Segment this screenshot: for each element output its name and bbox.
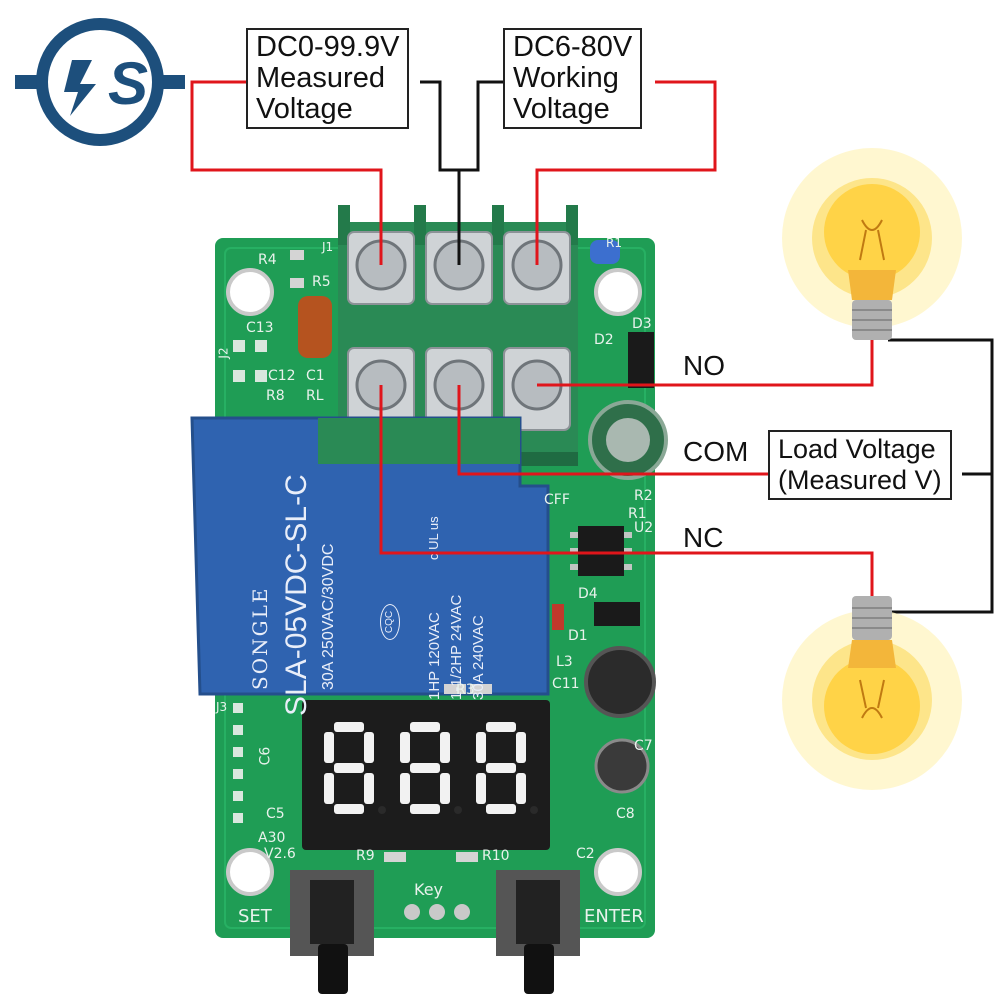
digit-3-segment-e	[476, 773, 486, 804]
digit-3-segment-a	[486, 722, 516, 732]
digit-1-segment-g	[334, 763, 364, 773]
working-voltage-callout: DC6-80V Working Voltage	[503, 28, 643, 129]
silk-j3: J3	[216, 700, 228, 714]
enter-button-stem	[524, 944, 554, 994]
set-button-stem	[318, 944, 348, 994]
logo-letter: S	[108, 50, 148, 117]
diode-d3	[628, 332, 654, 388]
silk-j1: J1	[322, 240, 334, 254]
digit-1-segment-f	[324, 732, 334, 763]
digit-1-segment-a	[334, 722, 364, 732]
wire-ground-right	[459, 80, 503, 172]
silk-r4: R4	[258, 252, 277, 268]
silk-d2: D2	[594, 332, 614, 348]
measured-line-2: Measured	[256, 62, 385, 94]
silk-u2: U2	[634, 520, 654, 536]
silk-r9: R9	[356, 848, 375, 864]
brand-logo: S	[15, 18, 185, 146]
digit-1-segment-d	[334, 804, 364, 814]
digit-2-segment-e	[400, 773, 410, 804]
digit-3-decimal-point	[530, 806, 538, 814]
silk-r2: R2	[634, 488, 653, 504]
silk-r3: R3	[456, 682, 475, 698]
silk-key: Key	[414, 880, 444, 899]
pad-grid	[233, 340, 267, 823]
silk-r5: R5	[312, 274, 331, 290]
silk-d4: D4	[578, 586, 598, 602]
silk-c8: C8	[616, 806, 635, 822]
diode-d4	[594, 602, 640, 626]
load-voltage-callout: Load Voltage (Measured V)	[768, 430, 952, 500]
digit-1-segment-c	[364, 773, 374, 804]
silk-d3: D3	[632, 316, 652, 332]
digit-3-segment-b	[516, 732, 526, 763]
digit-2-segment-f	[400, 732, 410, 763]
silk-r10: R10	[482, 848, 510, 864]
digit-2-segment-g	[410, 763, 440, 773]
blue-resistor	[590, 240, 620, 264]
digit-3-segment-c	[516, 773, 526, 804]
lamp-top	[782, 148, 962, 340]
digit-2-segment-c	[440, 773, 450, 804]
measured-line-3: Voltage	[256, 93, 353, 125]
film-capacitor	[298, 296, 332, 358]
working-line-1: DC6-80V	[513, 31, 633, 63]
silk-c1: C1	[306, 368, 325, 384]
load-line-2: (Measured V)	[778, 465, 942, 495]
silk-cff: CFF	[544, 492, 570, 508]
silk-d1: D1	[568, 628, 588, 644]
inductor-l3	[584, 646, 656, 718]
wire-measured-voltage	[190, 80, 383, 265]
digit-3-segment-f	[476, 732, 486, 763]
silk-c2: C2	[576, 846, 595, 862]
silk-rl: RL	[306, 388, 324, 404]
digit-2-segment-a	[410, 722, 440, 732]
label-com: COM	[683, 436, 749, 467]
wire-load-return	[888, 338, 994, 614]
digit-2-segment-d	[410, 804, 440, 814]
digit-1-decimal-point	[378, 806, 386, 814]
wire-working-voltage	[535, 80, 717, 265]
silk-r8: R8	[266, 388, 285, 404]
wire-ground-left	[420, 80, 461, 265]
silk-a30: A30	[258, 830, 286, 846]
silk-c13: C13	[246, 320, 274, 336]
silk-c11: C11	[552, 676, 580, 692]
ic-u2	[578, 526, 624, 576]
label-no: NO	[683, 350, 725, 381]
silk-r1: R1	[628, 506, 647, 522]
set-label: SET	[238, 906, 272, 927]
digit-2-decimal-point	[454, 806, 462, 814]
silk-version: V2.6	[264, 846, 296, 862]
digit-1-segment-e	[324, 773, 334, 804]
diode-d1	[552, 604, 564, 630]
working-line-3: Voltage	[513, 93, 610, 125]
load-line-1: Load Voltage	[778, 434, 936, 464]
digit-3-segment-d	[486, 804, 516, 814]
measured-line-1: DC0-99.9V	[256, 31, 400, 63]
digit-2-segment-b	[440, 732, 450, 763]
silk-c5: C5	[266, 806, 285, 822]
silk-r1-top: R1	[606, 236, 622, 250]
lightning-icon	[64, 60, 96, 116]
digit-1-segment-b	[364, 732, 374, 763]
capacitor-c7	[594, 738, 650, 794]
logo-ring	[36, 18, 164, 146]
silk-c7: C7	[634, 738, 653, 754]
label-nc: NC	[683, 522, 724, 553]
enter-label: ENTER	[584, 906, 644, 927]
measured-voltage-callout: DC0-99.9V Measured Voltage	[246, 28, 410, 129]
wire-com	[457, 385, 768, 476]
working-line-2: Working	[513, 62, 619, 94]
silk-c12: C12	[268, 368, 296, 384]
digit-3-segment-g	[486, 763, 516, 773]
lamp-bottom	[782, 596, 962, 790]
wire-nc	[379, 385, 874, 596]
wire-no	[537, 330, 874, 387]
mounting-holes	[226, 268, 642, 896]
silk-l3: L3	[556, 654, 573, 670]
display-digits	[324, 722, 538, 814]
